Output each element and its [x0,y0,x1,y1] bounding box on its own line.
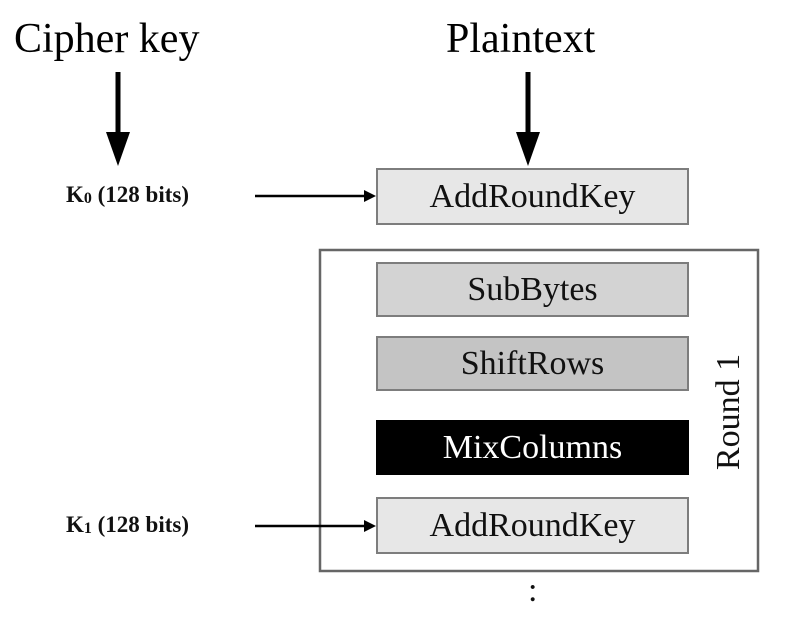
cipher-key-arrow-head [106,132,130,166]
key0-arrow-head [364,190,376,202]
key1-suffix: (128 bits) [91,512,190,537]
key1-subscript: 1 [83,520,92,537]
continuation-marker: : [528,572,538,609]
initial-add-round-key-box: AddRoundKey [376,168,689,225]
key0-subscript: 0 [83,190,92,207]
key0-suffix: (128 bits) [91,182,190,207]
round-1-label-container: Round 1 [694,317,764,507]
cipher-key-label: Cipher key [14,16,200,62]
key1-label: K1 (128 bits) [66,513,189,537]
round-add-round-key-box: AddRoundKey [376,497,689,554]
plaintext-label: Plaintext [446,16,596,62]
plaintext-arrow-head [516,132,540,166]
mixcolumns-box: MixColumns [376,420,689,475]
key1-prefix: K [66,512,84,537]
key1-arrow-head [364,520,376,532]
key0-label: K0 (128 bits) [66,183,189,207]
subbytes-box: SubBytes [376,262,689,317]
shiftrows-box: ShiftRows [376,336,689,391]
round-1-frame [318,248,760,573]
key0-prefix: K [66,182,84,207]
round-1-label: Round 1 [710,353,747,471]
